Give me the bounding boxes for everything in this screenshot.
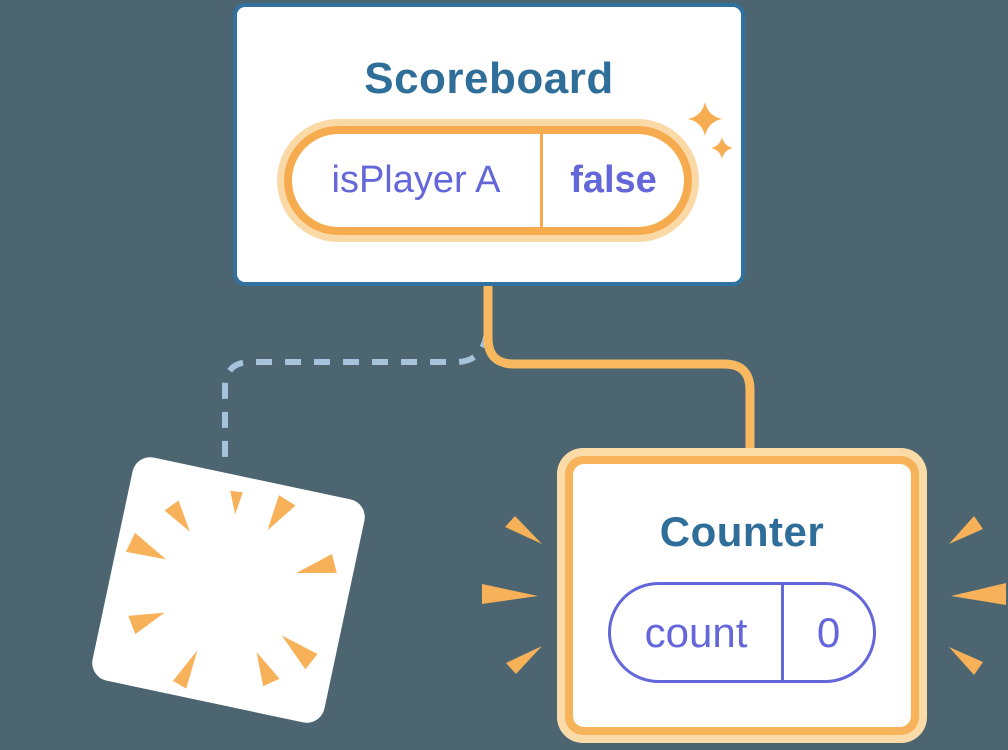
burst-icon [482, 516, 1006, 675]
solid-connector-line [483, 284, 755, 460]
poof-burst-icon [126, 490, 337, 689]
state-value: 0 [816, 608, 841, 656]
state-pill-body: isPlayer A false [292, 134, 684, 227]
counter-state-pill: count 0 [608, 582, 876, 683]
scoreboard-title: Scoreboard [364, 54, 614, 103]
destroyed-component-card [88, 453, 369, 727]
state-value: false [570, 159, 657, 201]
counter-card-border: Counter count 0 [565, 456, 919, 735]
scoreboard-state-pill: isPlayer A false [277, 119, 699, 242]
counter-card-body: Counter count 0 [573, 464, 911, 727]
state-pill-divider [781, 585, 784, 680]
counter-component-card: Counter count 0 [557, 448, 927, 743]
state-pill-divider [540, 134, 543, 227]
dashed-connector-line [222, 331, 490, 468]
state-pill-ring: isPlayer A false [284, 126, 692, 235]
counter-title: Counter [659, 508, 825, 555]
scoreboard-component-card: Scoreboard isPlayer A false [233, 3, 745, 286]
sparkle-icon [688, 102, 733, 159]
state-key: count [644, 608, 748, 656]
state-key: isPlayer A [331, 159, 501, 201]
